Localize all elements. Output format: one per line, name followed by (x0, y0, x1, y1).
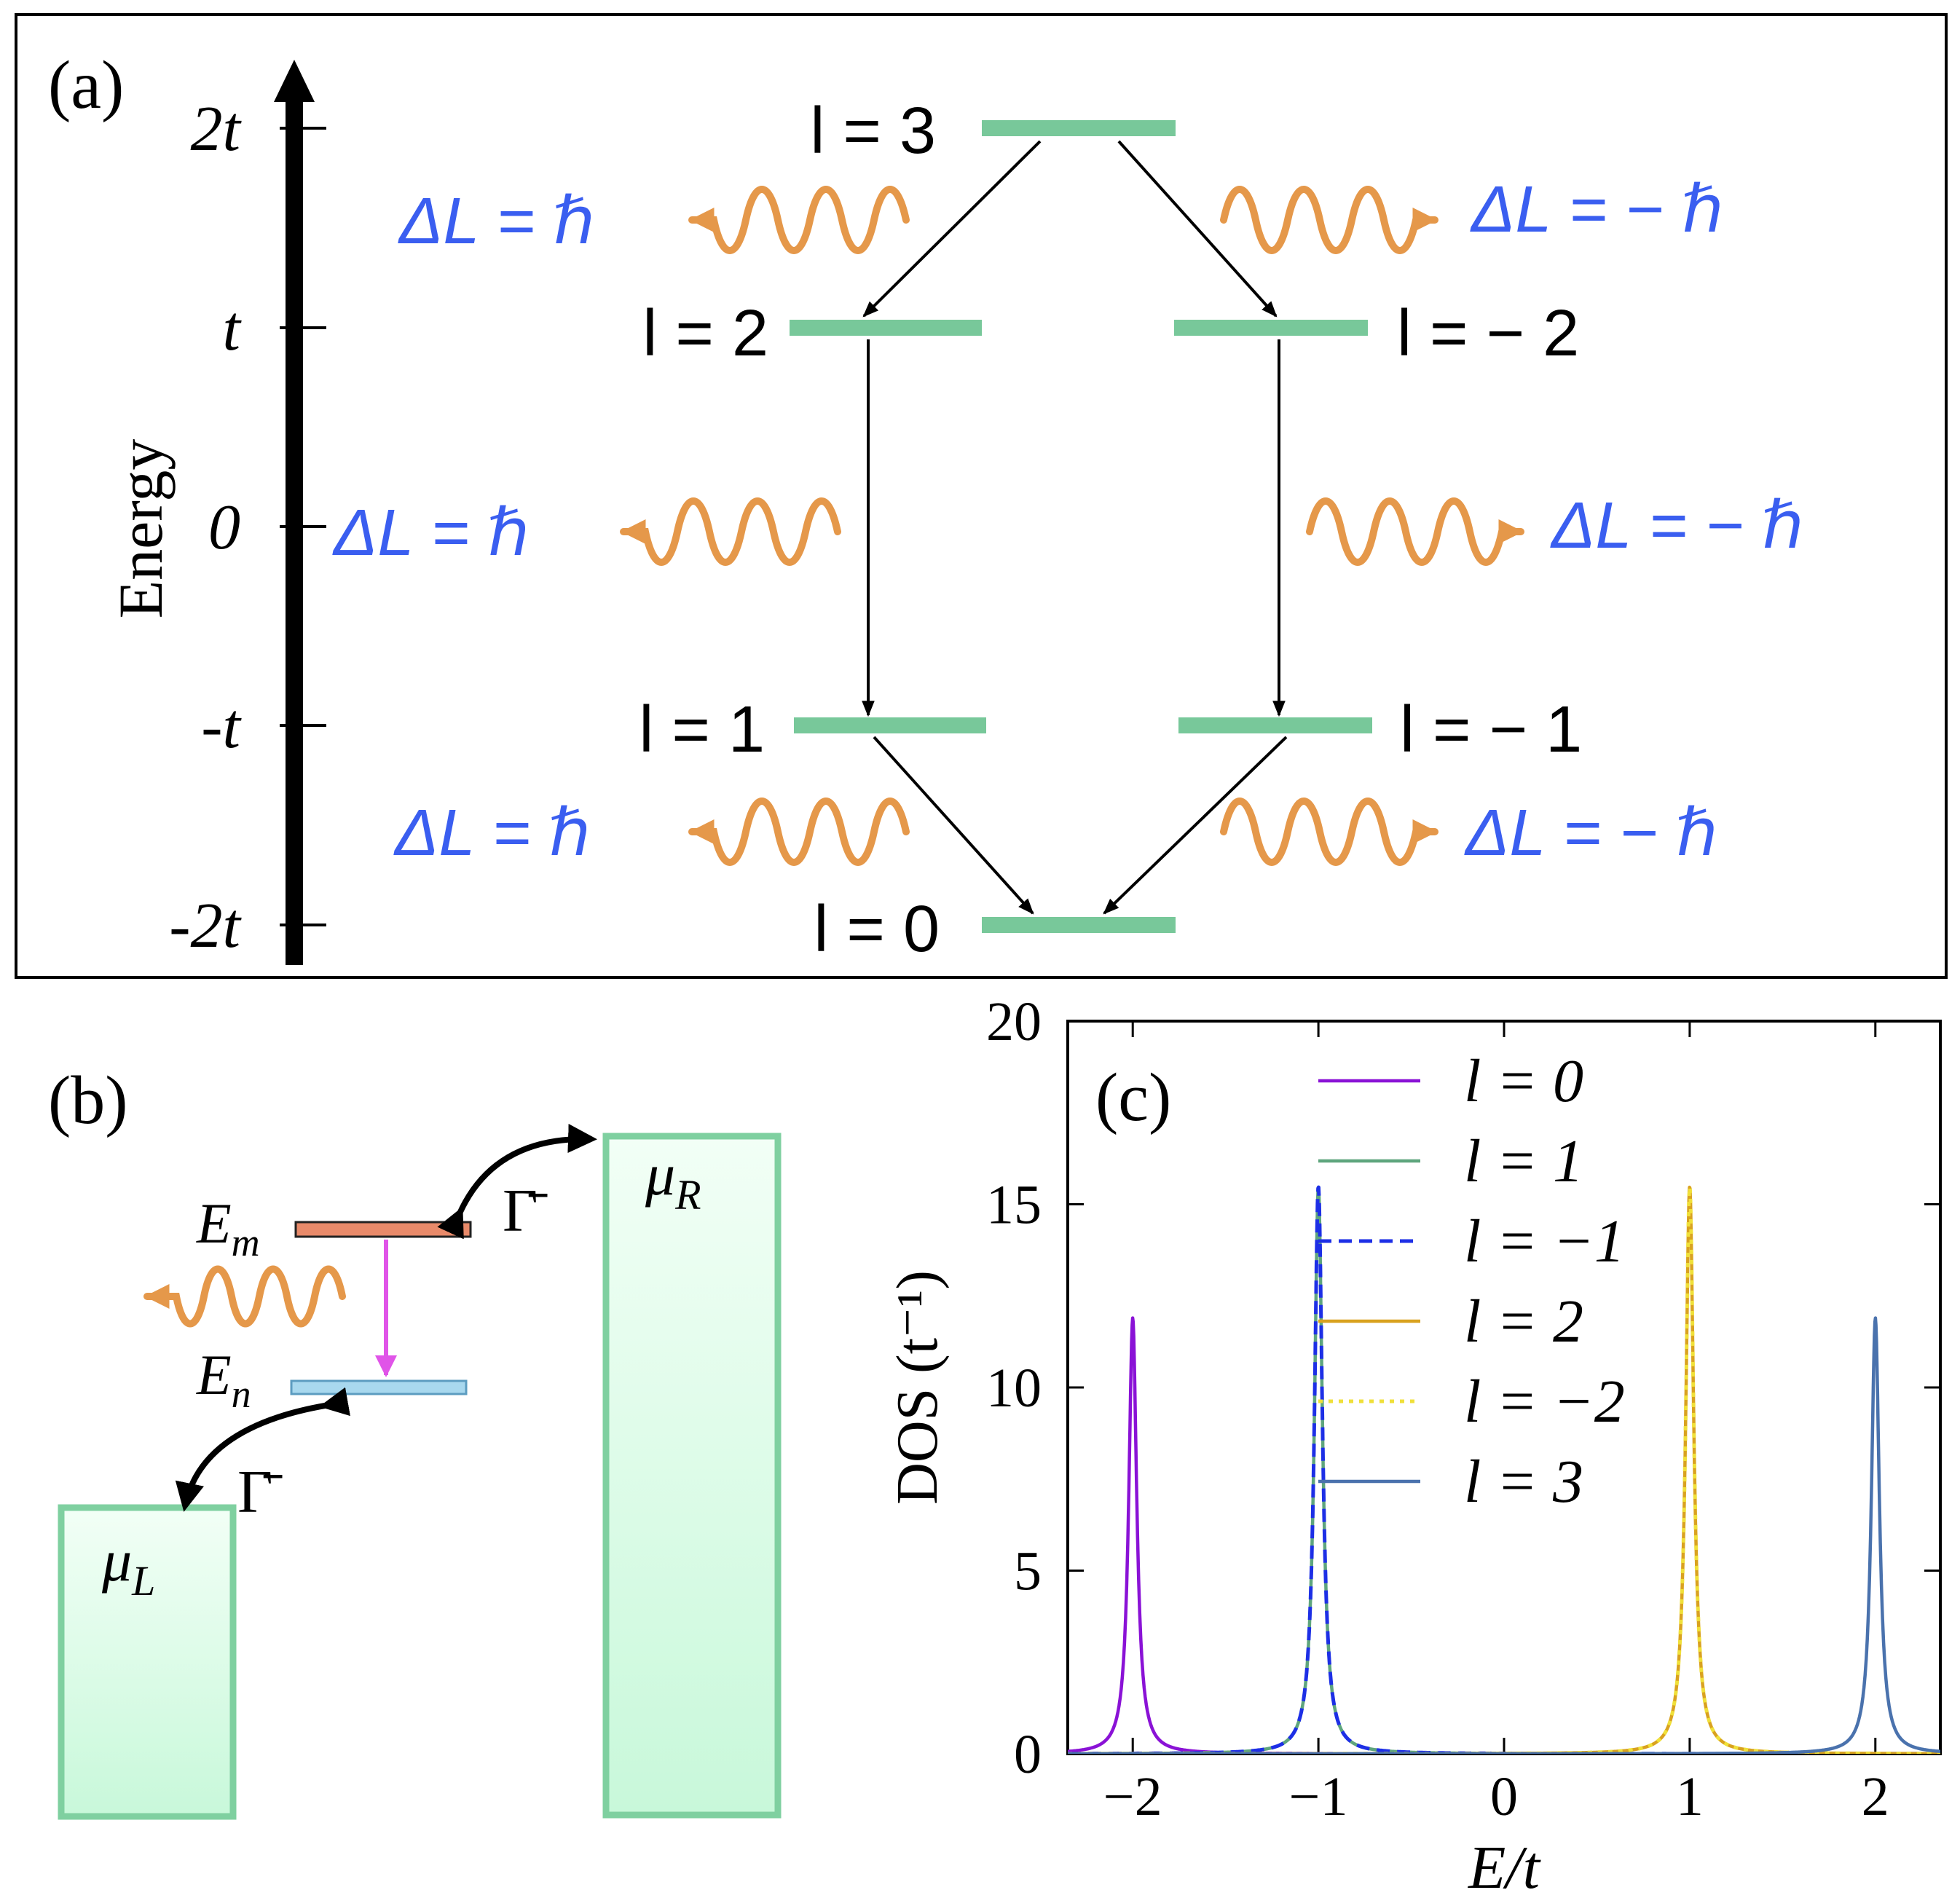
gamma-left-label: Γ̄ (237, 1458, 283, 1526)
photon-wave-bottom-right (1220, 798, 1438, 866)
legend-label-5: l = 3 (1464, 1448, 1583, 1516)
mu-r-label: μR (645, 1141, 701, 1218)
panel-b: (b) μL μR Em En Γ̄ Γ̄ (48, 1063, 782, 1820)
x-tick-label: 1 (1676, 1766, 1704, 1827)
level-em (294, 1221, 472, 1238)
chart-legend: l = 0 l = 1 l = −1 l = 2 l = −2 l = 3 (1318, 1047, 1625, 1516)
legend-label-0: l = 0 (1464, 1047, 1583, 1115)
delta-l-mid-right: ΔL = − ℏ (1550, 489, 1803, 562)
panel-b-tag: (b) (48, 1063, 128, 1138)
y-tick-label: 10 (986, 1358, 1042, 1419)
energy-axis-label: Energy (106, 439, 176, 619)
photons-panel-a (620, 186, 1524, 866)
coupling-arrow-left (175, 1387, 350, 1512)
transition-l3-lm2 (1117, 140, 1278, 318)
delta-l-top-left: ΔL = ℏ (398, 185, 594, 258)
left-reservoir (58, 1504, 237, 1820)
x-tick-label: −1 (1289, 1766, 1348, 1827)
level-labels: l = 3 l = 2 l = − 2 l = 1 l = − 1 l = 0 (639, 95, 1582, 966)
y-tick-label: 5 (1014, 1541, 1042, 1602)
label-lm1: l = − 1 (1400, 693, 1582, 766)
delta-l-bottom-right: ΔL = − ℏ (1464, 797, 1717, 870)
transition-l3-l2 (862, 140, 1042, 318)
photon-wave-mid-left (620, 497, 841, 566)
transition-lm1-l0 (1103, 736, 1288, 915)
x-tick-label: −2 (1103, 1766, 1162, 1827)
angular-momentum-labels: ΔL = ℏ ΔL = − ℏ ΔL = ℏ ΔL = − ℏ ΔL = ℏ Δ… (332, 173, 1803, 870)
tick-label-minus-t: -t (201, 691, 242, 762)
panel-a: (a) Energy 2t t 0 -t -2t (15, 13, 1948, 979)
legend-label-2: l = −1 (1464, 1208, 1625, 1275)
transition-l1-l0 (873, 736, 1034, 915)
gamma-right-label: Γ̄ (503, 1177, 548, 1245)
transition-arrows (862, 140, 1288, 915)
tick-label-2t: 2t (191, 94, 243, 165)
right-reservoir (602, 1133, 782, 1819)
label-l2: l = 2 (642, 297, 768, 370)
level-en (290, 1379, 468, 1395)
y-tick-label: 20 (986, 991, 1042, 1052)
legend-label-4: l = −2 (1464, 1368, 1625, 1436)
photon-wave-mid-right (1306, 497, 1524, 566)
legend-label-1: l = 1 (1464, 1127, 1583, 1195)
coupling-arrow-right (437, 1124, 597, 1240)
delta-l-top-right: ΔL = − ℏ (1470, 173, 1723, 246)
energy-levels (790, 120, 1372, 933)
y-axis-label: DOS (t⁻¹) (886, 1270, 950, 1505)
panel-a-tag: (a) (48, 47, 124, 123)
label-l1: l = 1 (639, 693, 765, 766)
chart-curves (1068, 1185, 1940, 1754)
label-l0: l = 0 (814, 893, 940, 966)
panel-a-frame (15, 13, 1948, 979)
tick-label-minus-2t: -2t (169, 891, 242, 961)
x-tick-label: 0 (1490, 1766, 1518, 1827)
delta-l-bottom-left: ΔL = ℏ (393, 797, 590, 870)
energy-ticks: 2t t 0 -t -2t (169, 94, 326, 961)
en-label: En (196, 1343, 251, 1416)
energy-axis-arrowhead (274, 60, 315, 102)
series-line-5 (1068, 1316, 1940, 1754)
em-label: Em (196, 1192, 260, 1264)
y-tick-label: 15 (986, 1175, 1042, 1236)
photon-wave-panel-b (143, 1265, 346, 1328)
x-axis-label: E/t (1468, 1834, 1542, 1898)
tick-label-t: t (223, 294, 243, 364)
legend-label-3: l = 2 (1464, 1288, 1583, 1355)
delta-l-mid-left: ΔL = ℏ (332, 497, 529, 570)
y-tick-label: 0 (1014, 1724, 1042, 1785)
panel-c-tag: (c) (1095, 1060, 1171, 1135)
photon-wave-top-left (688, 186, 910, 254)
label-l3: l = 3 (810, 95, 936, 168)
x-tick-label: 2 (1862, 1766, 1889, 1827)
photon-wave-top-right (1220, 186, 1438, 254)
photon-wave-bottom-left (688, 798, 910, 866)
tick-label-0: 0 (208, 492, 240, 563)
label-lm2: l = − 2 (1397, 297, 1579, 370)
mu-l-label: μL (101, 1527, 155, 1604)
